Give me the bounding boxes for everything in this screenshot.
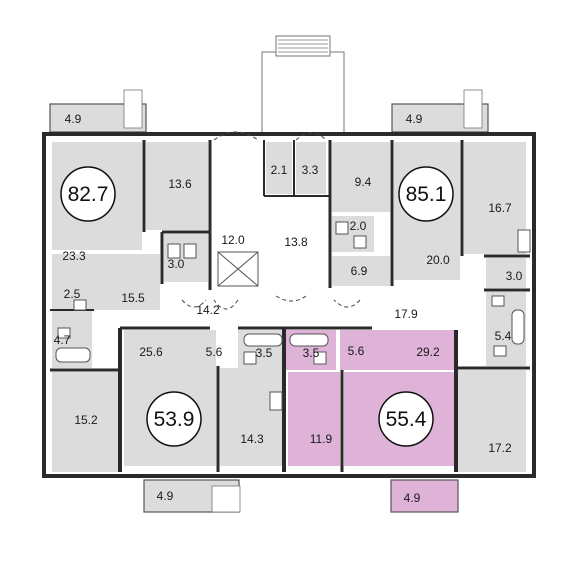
apartment-area: 55.4	[386, 408, 427, 431]
room-label: 14.2	[196, 303, 220, 317]
apartment-area: 53.9	[154, 408, 195, 431]
apartment-area: 85.1	[406, 183, 447, 206]
room-label: 13.6	[168, 177, 192, 191]
room-label: 9.4	[355, 175, 372, 189]
apartment-badge[interactable]: 85.1	[398, 166, 454, 222]
room-label: 13.8	[284, 235, 308, 249]
room-label: 29.2	[416, 345, 440, 359]
entrance-porch	[261, 35, 345, 145]
apartment-area: 82.7	[68, 183, 109, 206]
walls	[50, 140, 530, 472]
room-label: 5.6	[348, 344, 365, 358]
room-label: 2.0	[350, 219, 367, 233]
room-label: 12.0	[221, 233, 245, 247]
room-label-balcony-bottom-right: 4.9	[404, 491, 421, 505]
room-label: 15.2	[74, 413, 98, 427]
room-label: 23.3	[62, 249, 86, 263]
room-label: 3.5	[303, 346, 320, 360]
sanitary-fixtures	[55, 221, 531, 411]
room-label: 3.0	[506, 269, 523, 283]
room-label: 6.9	[351, 264, 368, 278]
door-swings	[181, 131, 361, 310]
room-label-balcony-top-left: 4.9	[65, 112, 82, 126]
room-label: 3.0	[168, 257, 185, 271]
room-labels: 4.9 4.9 4.9 4.9 13.6 23.3 3.0 2.5 15.5 4…	[54, 112, 523, 505]
room-label: 11.9	[310, 432, 333, 446]
room-label: 15.5	[121, 291, 145, 305]
apartment-badges: 82.7 85.1 53.9 55.4	[60, 166, 454, 447]
room-label: 2.1	[271, 163, 288, 177]
room-label: 5.4	[495, 329, 512, 343]
room-label-balcony-bottom-left: 4.9	[157, 489, 174, 503]
room-label: 16.7	[488, 201, 512, 215]
apartment-badge[interactable]: 53.9	[146, 391, 202, 447]
room-label: 14.3	[240, 432, 264, 446]
room-label: 20.0	[426, 253, 450, 267]
apartment-badge[interactable]: 82.7	[60, 166, 116, 222]
room-label: 25.6	[139, 345, 163, 359]
room-label: 17.2	[488, 441, 512, 455]
room-label: 5.6	[206, 345, 223, 359]
room-label-balcony-top-right: 4.9	[406, 112, 423, 126]
rooms	[52, 142, 526, 472]
apartment-badge[interactable]: 55.4	[378, 391, 434, 447]
room-label: 4.7	[54, 333, 71, 347]
room-label: 3.5	[256, 346, 273, 360]
room-label: 3.3	[302, 163, 319, 177]
room-label: 2.5	[64, 287, 81, 301]
room-label: 17.9	[394, 307, 418, 321]
